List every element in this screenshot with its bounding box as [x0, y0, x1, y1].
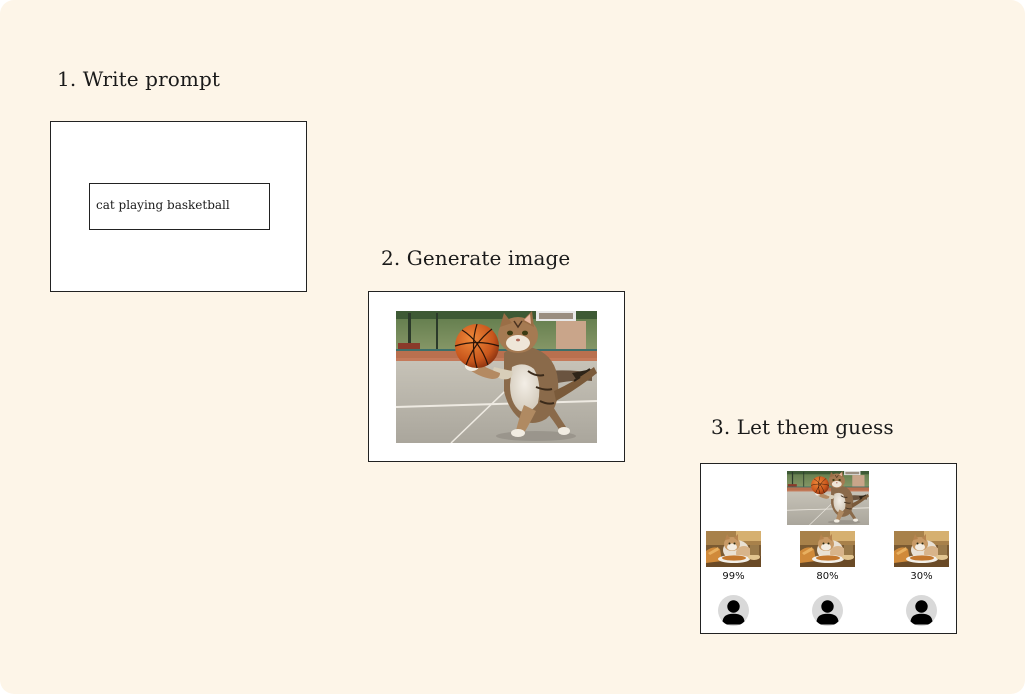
generated-cat-basketball-image	[396, 311, 597, 443]
guess-image-2	[800, 531, 855, 567]
guess-panel: 99% 80% 30%	[700, 463, 957, 634]
player-avatar-2	[812, 595, 843, 626]
step-1-title: 1. Write prompt	[57, 67, 220, 91]
player-avatar-3	[906, 595, 937, 626]
person-icon	[906, 595, 937, 626]
generated-image-panel	[368, 291, 625, 462]
person-icon	[812, 595, 843, 626]
prompt-text: cat playing basketball	[96, 198, 230, 212]
guess-score-1: 99%	[722, 571, 745, 582]
player-avatar-1	[718, 595, 749, 626]
guess-score-3: 30%	[910, 571, 933, 582]
prompt-panel: cat playing basketball	[50, 121, 307, 292]
target-image	[787, 471, 869, 525]
step-2-title: 2. Generate image	[381, 246, 571, 270]
guess-image-3	[894, 531, 949, 567]
guess-image-1	[706, 531, 761, 567]
step-3-title: 3. Let them guess	[711, 415, 894, 439]
prompt-input[interactable]: cat playing basketball	[89, 183, 270, 230]
person-icon	[718, 595, 749, 626]
guess-score-2: 80%	[816, 571, 839, 582]
